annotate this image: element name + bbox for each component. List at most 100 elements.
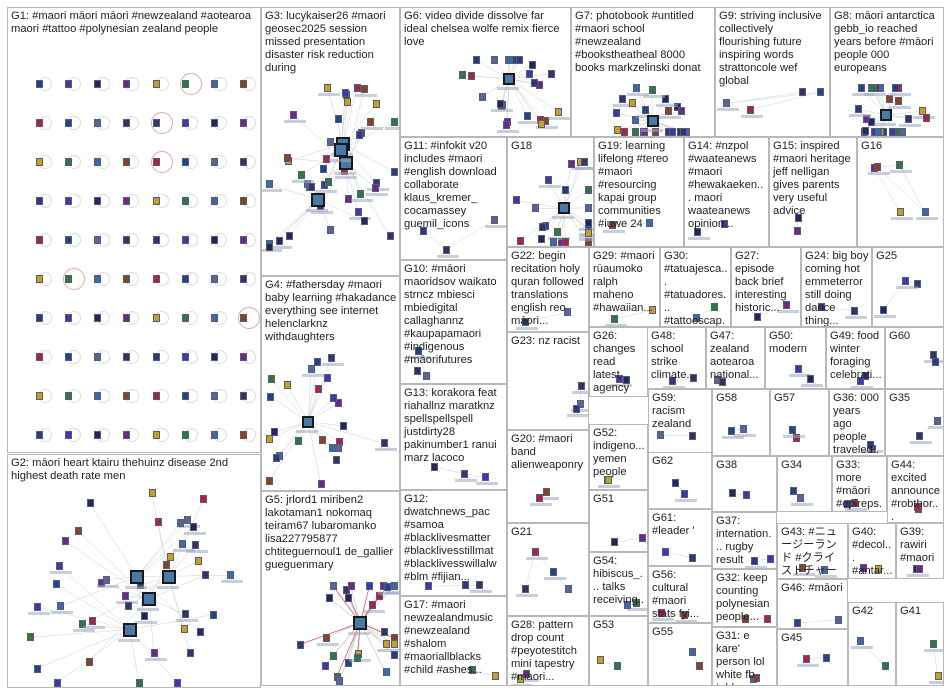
group-label: G16 bbox=[861, 140, 883, 152]
node bbox=[476, 581, 483, 589]
hub-node bbox=[301, 415, 314, 428]
node bbox=[211, 392, 218, 400]
node bbox=[65, 80, 72, 88]
node bbox=[690, 374, 697, 382]
node bbox=[795, 365, 802, 373]
node bbox=[327, 138, 334, 146]
group-G27: G27: episode back brief interesting hist… bbox=[731, 247, 801, 327]
node bbox=[369, 601, 376, 609]
node bbox=[621, 128, 628, 136]
node-text bbox=[783, 435, 805, 438]
node bbox=[182, 119, 189, 127]
node bbox=[330, 582, 337, 590]
node bbox=[211, 353, 218, 361]
node bbox=[672, 479, 679, 487]
node-text bbox=[517, 679, 539, 682]
group-label: G62 bbox=[652, 455, 674, 467]
node bbox=[790, 487, 797, 495]
node-text bbox=[916, 217, 938, 220]
node bbox=[240, 353, 247, 361]
node bbox=[391, 640, 398, 648]
node bbox=[153, 158, 160, 166]
node-text bbox=[296, 430, 318, 433]
node bbox=[851, 499, 858, 507]
node bbox=[340, 422, 347, 430]
node bbox=[649, 306, 656, 314]
node bbox=[795, 214, 802, 222]
node bbox=[897, 208, 904, 216]
group-label: G14: #nzpol #waateanews #maori #hewakaek… bbox=[688, 140, 764, 230]
node-text bbox=[675, 620, 697, 622]
node bbox=[767, 555, 774, 563]
node bbox=[94, 275, 101, 283]
node bbox=[273, 454, 280, 462]
node bbox=[789, 426, 796, 434]
edge bbox=[696, 223, 724, 233]
node bbox=[862, 127, 869, 135]
edge bbox=[343, 87, 357, 145]
node bbox=[468, 72, 475, 80]
group-label: G58 bbox=[716, 392, 738, 404]
node-text bbox=[717, 108, 739, 111]
group-label: G31: e kare' person lol white fb told wa… bbox=[716, 630, 773, 685]
node bbox=[870, 84, 877, 92]
node bbox=[324, 84, 331, 92]
node-text bbox=[791, 503, 813, 506]
edge bbox=[60, 576, 137, 607]
node bbox=[163, 561, 170, 569]
group-G48: G48: school strike climate... bbox=[647, 327, 706, 389]
edge bbox=[509, 78, 541, 125]
node bbox=[153, 275, 160, 283]
edge bbox=[428, 585, 479, 587]
node bbox=[342, 89, 349, 97]
group-G37: G37: internation... rugby result maori..… bbox=[712, 512, 777, 569]
node bbox=[689, 432, 696, 440]
node bbox=[711, 303, 718, 311]
edge bbox=[524, 312, 568, 322]
group-label: G15: inspired #maori heritage jeff nelli… bbox=[773, 140, 851, 217]
node bbox=[562, 186, 569, 194]
node-text bbox=[605, 324, 627, 326]
node bbox=[723, 99, 730, 107]
self-loop bbox=[62, 267, 85, 290]
group-label: G47: zealand aotearoa national... bbox=[710, 330, 759, 381]
node bbox=[123, 275, 130, 283]
group-G50: G50: modern bbox=[765, 327, 826, 389]
node-text bbox=[437, 255, 459, 258]
node-text bbox=[610, 384, 632, 387]
node-text bbox=[262, 189, 282, 192]
node bbox=[895, 97, 902, 105]
node bbox=[807, 375, 814, 383]
group-G18: G18 bbox=[507, 137, 594, 247]
node bbox=[103, 576, 110, 584]
node-text bbox=[851, 386, 873, 388]
node bbox=[932, 358, 939, 366]
edge bbox=[505, 78, 510, 125]
node bbox=[153, 353, 160, 361]
node bbox=[354, 654, 361, 662]
node-text bbox=[548, 237, 570, 240]
edge bbox=[359, 622, 386, 673]
edge bbox=[661, 612, 684, 616]
node-text bbox=[317, 643, 339, 646]
group-label: G49: food winter foraging celebrati... bbox=[830, 330, 882, 381]
group-G3: G3: lucykaiser26 #maori geosec2025 sessi… bbox=[261, 7, 400, 276]
hub-node bbox=[334, 142, 349, 157]
node-text bbox=[83, 626, 105, 629]
group-G25: G25 bbox=[872, 247, 944, 327]
node bbox=[857, 377, 864, 385]
node bbox=[227, 571, 234, 579]
node bbox=[693, 314, 700, 322]
node bbox=[629, 99, 636, 107]
node bbox=[803, 655, 810, 663]
node-text bbox=[173, 549, 195, 552]
node-text bbox=[741, 115, 763, 118]
node bbox=[623, 376, 630, 384]
node bbox=[182, 353, 189, 361]
node-text bbox=[51, 611, 73, 614]
node bbox=[211, 275, 218, 283]
node bbox=[529, 61, 536, 69]
node bbox=[330, 652, 337, 660]
group-label: G55 bbox=[652, 626, 674, 638]
group-G17: G17: #maori newzealandmusic #newzealand … bbox=[400, 596, 507, 686]
